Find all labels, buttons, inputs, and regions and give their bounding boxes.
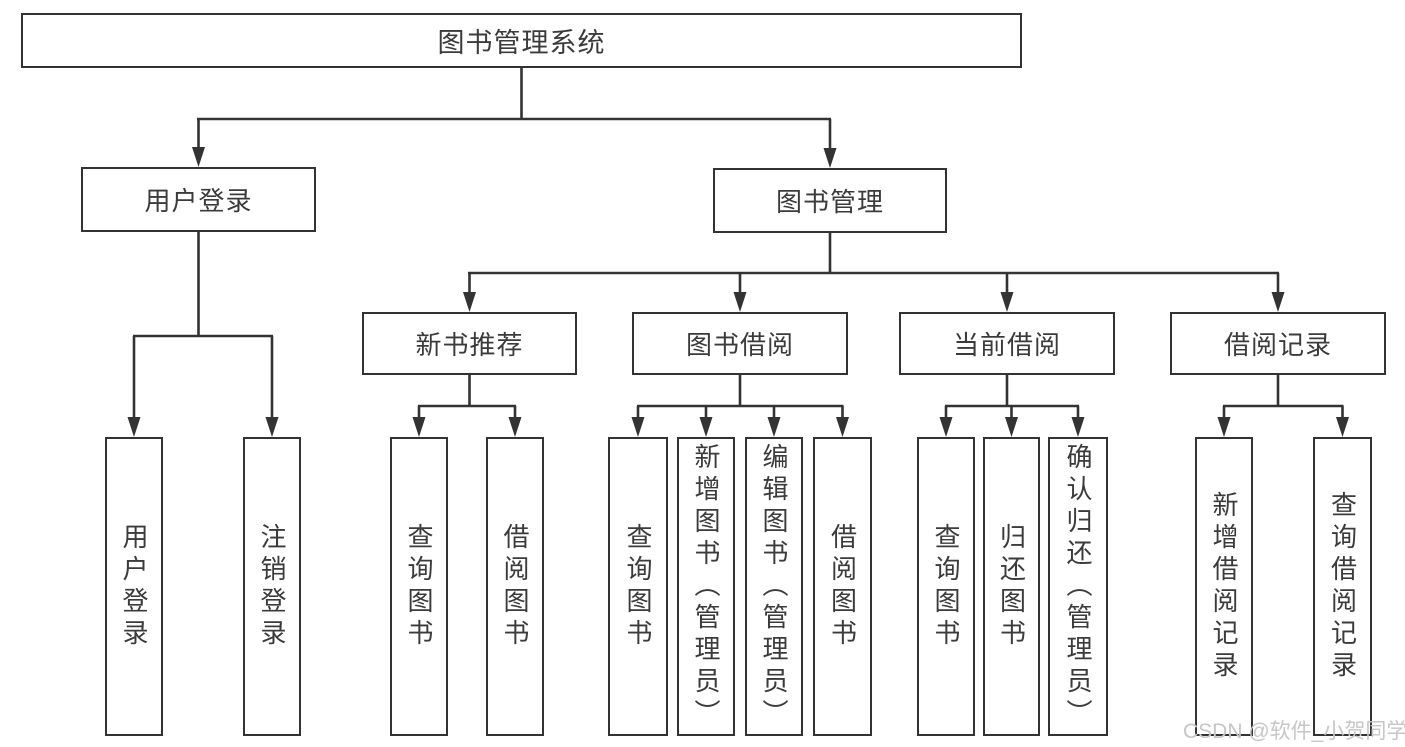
node-label: 借阅图书 bbox=[500, 522, 530, 651]
arrow-down-icon bbox=[1271, 292, 1285, 312]
node-user-login: 用户登录 bbox=[81, 167, 316, 232]
node-label: 注销登录 bbox=[257, 522, 287, 651]
node-borrow-records: 借阅记录 bbox=[1170, 312, 1386, 375]
leaf-return-book: 归还图书 bbox=[983, 437, 1040, 736]
leaf-user-login: 用户登录 bbox=[105, 437, 163, 736]
connector-borrow-records-children bbox=[1217, 375, 1349, 437]
leaf-query-books-recommend: 查询图书 bbox=[390, 437, 448, 736]
leaf-edit-book-admin: 编辑图书（管理员） bbox=[745, 437, 803, 736]
connector-root-to-level2 bbox=[192, 68, 837, 168]
node-label: 新增图书（管理员） bbox=[691, 442, 721, 731]
node-label: 查询借阅记录 bbox=[1327, 490, 1358, 683]
arrow-down-icon bbox=[412, 417, 426, 437]
node-current-borrow: 当前借阅 bbox=[899, 312, 1115, 375]
connector-current-borrow-children bbox=[939, 375, 1085, 437]
arrow-down-icon bbox=[836, 417, 849, 437]
leaf-confirm-return-admin: 确认归还（管理员） bbox=[1048, 437, 1108, 736]
node-label: 新增借阅记录 bbox=[1209, 490, 1239, 683]
leaf-query-books-borrow: 查询图书 bbox=[608, 437, 668, 736]
leaf-borrow-books-recommend: 借阅图书 bbox=[486, 437, 544, 736]
node-label: 用户登录 bbox=[144, 186, 253, 216]
node-label: 查询图书 bbox=[404, 522, 434, 651]
arrow-down-icon bbox=[127, 417, 141, 437]
node-book-borrow: 图书借阅 bbox=[632, 312, 848, 375]
arrow-down-icon bbox=[1071, 417, 1085, 437]
node-label: 确认归还（管理员） bbox=[1063, 442, 1093, 731]
connector-book-borrow-children bbox=[631, 375, 849, 437]
leaf-query-books-current: 查询图书 bbox=[917, 437, 975, 736]
node-label: 借阅记录 bbox=[1223, 330, 1332, 360]
connector-user-login-children bbox=[127, 232, 279, 437]
node-book-management: 图书管理 bbox=[713, 168, 947, 233]
connector-new-book-recommend-children bbox=[412, 375, 522, 437]
node-label: 借阅图书 bbox=[827, 522, 858, 651]
node-label: 图书借阅 bbox=[685, 330, 794, 360]
arrow-down-icon bbox=[1005, 417, 1018, 437]
node-label: 查询图书 bbox=[931, 522, 961, 651]
node-label: 图书管理 bbox=[775, 187, 884, 217]
arrow-down-icon bbox=[1336, 417, 1349, 437]
node-label: 图书管理系统 bbox=[437, 28, 606, 58]
node-label: 归还图书 bbox=[996, 522, 1027, 651]
leaf-add-book-admin: 新增图书（管理员） bbox=[677, 437, 735, 736]
leaf-logout: 注销登录 bbox=[243, 437, 301, 736]
node-label: 新书推荐 bbox=[415, 330, 524, 360]
node-label: 查询图书 bbox=[623, 522, 653, 651]
arrow-down-icon bbox=[939, 417, 953, 437]
arrow-down-icon bbox=[1217, 417, 1231, 437]
node-label: 编辑图书（管理员） bbox=[759, 442, 789, 731]
leaf-borrow-books: 借阅图书 bbox=[813, 437, 872, 736]
leaf-add-borrow-record: 新增借阅记录 bbox=[1195, 437, 1253, 736]
connector-book-management-children bbox=[463, 233, 1285, 312]
arrow-down-icon bbox=[463, 292, 476, 312]
node-library-management-system: 图书管理系统 bbox=[21, 13, 1022, 68]
arrow-down-icon bbox=[192, 147, 205, 167]
arrow-down-icon bbox=[631, 417, 645, 437]
arrow-down-icon bbox=[699, 417, 713, 437]
csdn-watermark: CSDN @软件_小贺同学 bbox=[1183, 720, 1405, 743]
node-new-book-recommend: 新书推荐 bbox=[362, 312, 577, 375]
node-label: 当前借阅 bbox=[952, 330, 1061, 360]
arrow-down-icon bbox=[1000, 292, 1014, 312]
leaf-query-borrow-record: 查询借阅记录 bbox=[1313, 437, 1372, 736]
arrow-down-icon bbox=[508, 417, 522, 437]
arrow-down-icon bbox=[733, 292, 747, 312]
arrow-down-icon bbox=[823, 148, 837, 168]
arrow-down-icon bbox=[265, 417, 279, 437]
node-label: 用户登录 bbox=[119, 522, 149, 651]
arrow-down-icon bbox=[767, 417, 781, 437]
